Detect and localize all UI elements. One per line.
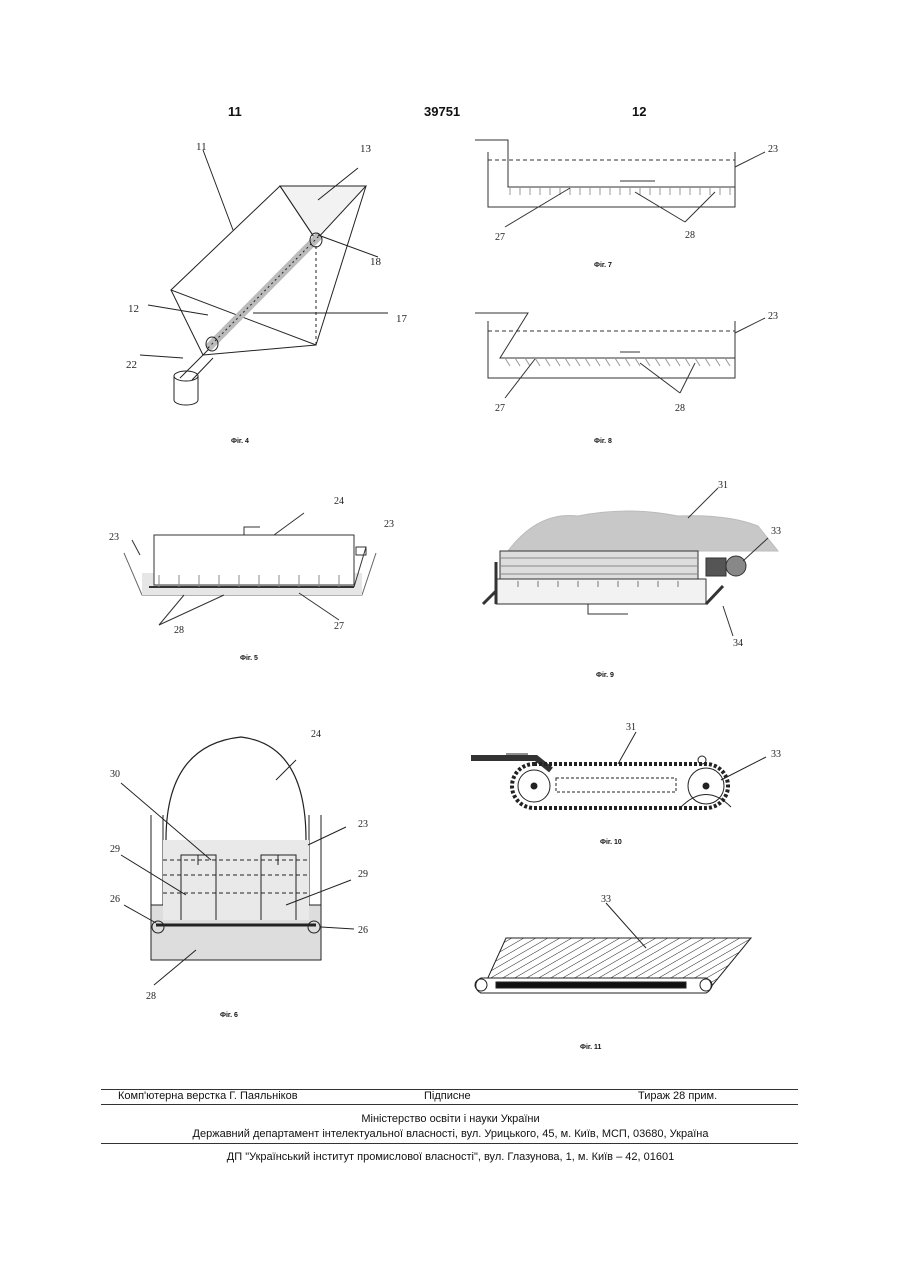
figure-7-caption: Фіг. 7 [594,262,612,269]
figure-4-drawing: 11 13 18 12 17 22 [108,130,408,430]
fig9-label-31: 31 [718,480,728,491]
figure-10-drawing: 31 33 [466,712,796,822]
figure-8-drawing: 23 27 28 [470,303,790,428]
figure-4: 11 13 18 12 17 22 [108,130,408,430]
right-page-number: 12 [632,104,646,119]
fig8-label-27: 27 [495,403,505,414]
figure-6-drawing: 24 30 23 29 29 26 26 28 [96,715,396,1015]
fig6-label-26-right: 26 [358,925,368,936]
fig9-label-33: 33 [771,526,781,537]
figure-8-caption: Фіг. 8 [594,438,612,445]
figure-9: 31 33 34 [478,476,798,656]
fig6-label-23: 23 [358,819,368,830]
fig4-label-17: 17 [396,313,408,325]
figure-4-caption: Фіг. 4 [231,438,249,445]
figure-11-caption: Фіг. 11 [580,1044,601,1051]
figure-6: 24 30 23 29 29 26 26 28 [96,715,396,1015]
figure-11: 33 [466,888,766,1018]
figure-8: 23 27 28 [470,303,790,428]
fig5-label-27: 27 [334,621,344,632]
fig10-label-33: 33 [771,749,781,760]
fig5-label-23-right: 23 [384,519,394,530]
institute-address: ДП "Український інститут промислової вла… [0,1151,901,1163]
fig4-label-12: 12 [128,303,139,315]
fig6-label-24: 24 [311,729,321,740]
fig11-label-33: 33 [601,894,611,905]
fig6-label-30: 30 [110,769,120,780]
signed-label: Підписне [424,1090,471,1102]
fig9-label-34: 34 [733,638,743,649]
figure-9-drawing: 31 33 34 [478,476,798,656]
fig4-label-13: 13 [360,143,372,155]
figure-6-caption: Фіг. 6 [220,1012,238,1019]
fig10-label-31: 31 [626,722,636,733]
footer-rule-bottom [101,1143,798,1144]
department-address: Державний департамент інтелектуальної вл… [0,1128,901,1140]
fig5-label-24: 24 [334,496,344,507]
footer-rule-middle [101,1104,798,1105]
fig4-label-11: 11 [196,141,207,153]
fig8-label-23: 23 [768,311,778,322]
fig5-label-23-left: 23 [109,532,119,543]
ministry: Міністерство освіти і науки України [0,1113,901,1125]
fig6-label-28: 28 [146,991,156,1002]
document-number: 39751 [424,104,460,119]
figure-10: 31 33 [466,712,796,822]
figure-10-caption: Фіг. 10 [600,839,622,846]
fig5-label-28: 28 [174,625,184,635]
fig7-label-27: 27 [495,232,505,243]
figure-9-caption: Фіг. 9 [596,672,614,679]
figure-11-drawing: 33 [466,888,766,1018]
layout-credit: Комп'ютерна верстка Г. Паяльніков [118,1090,298,1102]
fig4-label-22: 22 [126,359,137,371]
figure-5: 24 23 23 28 27 [104,495,404,635]
fig6-label-26-left: 26 [110,894,120,905]
fig7-label-28: 28 [685,230,695,241]
figure-5-caption: Фіг. 5 [240,655,258,662]
circulation: Тираж 28 прим. [638,1090,717,1102]
figure-5-drawing: 24 23 23 28 27 [104,495,404,635]
left-page-number: 11 [228,104,242,119]
figure-7-drawing: 23 27 28 [470,132,790,257]
fig8-label-28: 28 [675,403,685,414]
fig6-label-29-right: 29 [358,869,368,880]
figure-7: 23 27 28 [470,132,790,257]
fig7-label-23: 23 [768,144,778,155]
fig6-label-29-left: 29 [110,844,120,855]
fig4-label-18: 18 [370,256,382,268]
